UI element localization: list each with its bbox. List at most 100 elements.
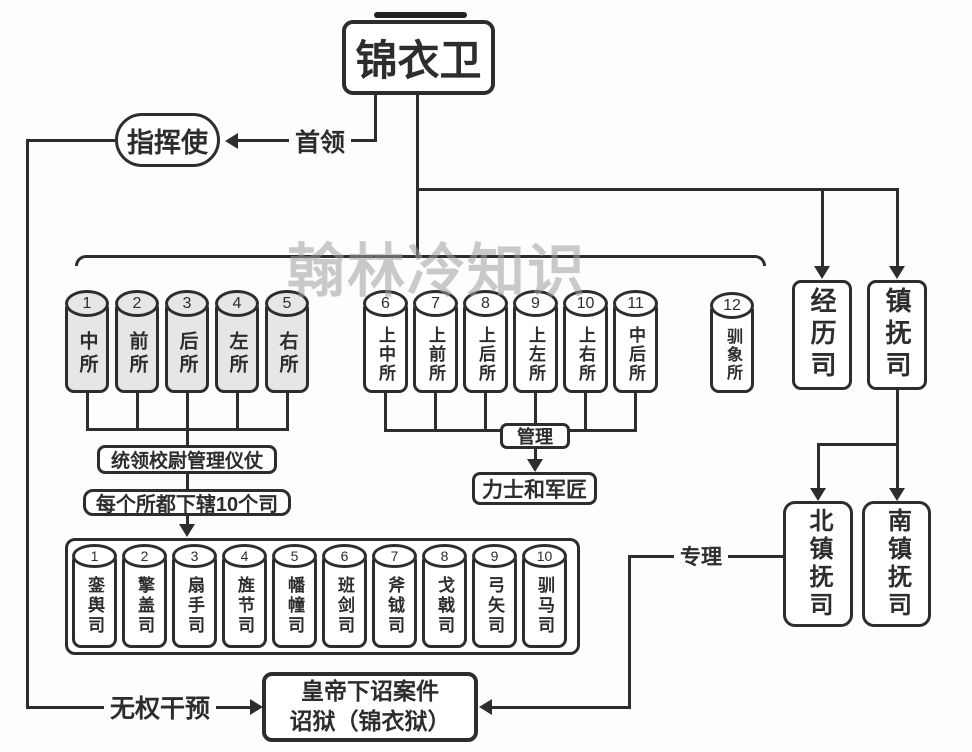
- suo-group-brace: [75, 255, 766, 266]
- edge-root-main-v: [416, 94, 419, 257]
- edge-note1-note2: [186, 474, 189, 489]
- suo-node-9: 9 上左所: [513, 290, 558, 393]
- suo-node-4: 4 左所: [215, 290, 259, 393]
- arrowhead-to-jingli: [814, 266, 830, 279]
- si-1-label: 銮舆司: [85, 575, 104, 636]
- north-zhenfu-si-node: 北镇抚司: [783, 501, 853, 627]
- suo-9-number: 9: [513, 290, 558, 317]
- zhenfu-si-node: 镇抚司: [867, 280, 927, 390]
- si-node-7: 7 斧钺司: [372, 544, 417, 648]
- si-node-4: 4 旌节司: [222, 544, 267, 648]
- si-7-body: 斧钺司: [372, 555, 417, 648]
- edge-right-branch-h: [416, 188, 898, 191]
- si-10-label: 驯马司: [535, 575, 554, 636]
- edge-to-jingli-v: [821, 188, 824, 267]
- si-9-number: 9: [472, 544, 517, 568]
- edge-special-v: [628, 555, 631, 708]
- suo-8-body: 上后所: [463, 303, 508, 393]
- arrowhead-to-north: [810, 488, 826, 501]
- edge-suo5-drop: [286, 391, 289, 431]
- si-6-body: 班剑司: [322, 555, 367, 648]
- suo-node-5: 5 右所: [265, 290, 309, 393]
- edge-zhenfu-down-v: [896, 390, 899, 489]
- note-box-commander-duty: 统领校尉管理仪仗: [97, 445, 277, 474]
- si-node-2: 2 擎盖司: [122, 544, 167, 648]
- arrowhead-to-south: [889, 488, 905, 501]
- si-10-number: 10: [522, 544, 567, 568]
- suo-11-number: 11: [613, 290, 658, 317]
- arrowhead-to-prison-left: [250, 699, 263, 715]
- suo-7-number: 7: [413, 290, 458, 317]
- si-node-1: 1 銮舆司: [72, 544, 117, 648]
- si-7-number: 7: [372, 544, 417, 568]
- arrowhead-to-lishi: [527, 459, 543, 472]
- suo-1-body: 中所: [65, 303, 109, 393]
- edge-suo8-drop: [484, 391, 487, 432]
- edge-suo3-drop: [186, 391, 189, 431]
- edge-note2-container: [186, 516, 189, 526]
- suo-10-label: 上右所: [576, 325, 595, 383]
- si-node-10: 10 驯马司: [522, 544, 567, 648]
- si-3-label: 扇手司: [185, 575, 204, 636]
- si-1-body: 銮舆司: [72, 555, 117, 648]
- edge-suo6-drop: [384, 391, 387, 432]
- suo-12-body: 驯象所: [710, 305, 754, 393]
- jingli-si-node: 经历司: [792, 280, 852, 390]
- edge-north-branch-h: [817, 443, 899, 446]
- suo-node-8: 8 上后所: [463, 290, 508, 393]
- watermark-text: 翰林冷知识: [287, 239, 588, 304]
- edge-manage-drop: [534, 449, 537, 460]
- suo-6-label: 上中所: [376, 325, 395, 383]
- suo-4-label: 左所: [226, 331, 248, 377]
- suo-5-body: 右所: [265, 303, 309, 393]
- si-2-number: 2: [122, 544, 167, 568]
- suo-3-number: 3: [165, 290, 209, 317]
- suo-11-body: 中后所: [613, 303, 658, 393]
- suo-8-label: 上后所: [476, 325, 495, 383]
- si-4-label: 旌节司: [235, 575, 254, 636]
- si-node-8: 8 戈戟司: [422, 544, 467, 648]
- edge-left-long-v: [26, 139, 29, 709]
- si-5-body: 幡幢司: [272, 555, 317, 648]
- si-9-body: 弓矢司: [472, 555, 517, 648]
- si-node-6: 6 班剑司: [322, 544, 367, 648]
- si-node-3: 3 扇手司: [172, 544, 217, 648]
- si-6-label: 班剑司: [335, 575, 354, 636]
- suo-12-number: 12: [710, 292, 754, 319]
- suo-node-11: 11 中后所: [613, 290, 658, 393]
- suo-1-number: 1: [65, 290, 109, 317]
- suo-6-body: 上中所: [363, 303, 408, 393]
- suo-node-3: 3 后所: [165, 290, 209, 393]
- edge-suo9-drop: [534, 391, 537, 423]
- si-8-body: 戈戟司: [422, 555, 467, 648]
- lishi-junjiang-node: 力士和军匠: [472, 472, 597, 505]
- si-6-number: 6: [322, 544, 367, 568]
- arrowhead-to-zhenfu: [889, 266, 905, 279]
- si-3-body: 扇手司: [172, 555, 217, 648]
- arrowhead-to-prison-right: [479, 699, 492, 715]
- suo-node-7: 7 上前所: [413, 290, 458, 393]
- edge-suo11-drop: [634, 391, 637, 432]
- si-4-body: 旌节司: [222, 555, 267, 648]
- jingli-si-label: 经历司: [807, 287, 837, 383]
- edge-suo2-drop: [136, 391, 139, 431]
- suo-2-number: 2: [115, 290, 159, 317]
- north-zhenfu-si-label: 北镇抚司: [805, 508, 832, 620]
- si-1-number: 1: [72, 544, 117, 568]
- edge-suo4-drop: [236, 391, 239, 431]
- edge-root-to-leader-v: [374, 94, 377, 141]
- edge-label-special: 专理: [674, 541, 728, 571]
- si-4-number: 4: [222, 544, 267, 568]
- elephant-suo-row: 12 驯象所: [710, 292, 754, 393]
- suo-5-number: 5: [265, 290, 309, 317]
- suo-1-label: 中所: [76, 331, 98, 377]
- south-zhenfu-si-label: 南镇抚司: [883, 508, 911, 620]
- arrowhead-to-commander: [225, 133, 238, 149]
- suo-12-label: 驯象所: [724, 328, 741, 382]
- si-5-number: 5: [272, 544, 317, 568]
- suo-9-label: 上左所: [526, 325, 545, 383]
- edge-north-branch-v: [817, 443, 820, 489]
- suo-5-label: 右所: [276, 331, 298, 377]
- suo-4-number: 4: [215, 290, 259, 317]
